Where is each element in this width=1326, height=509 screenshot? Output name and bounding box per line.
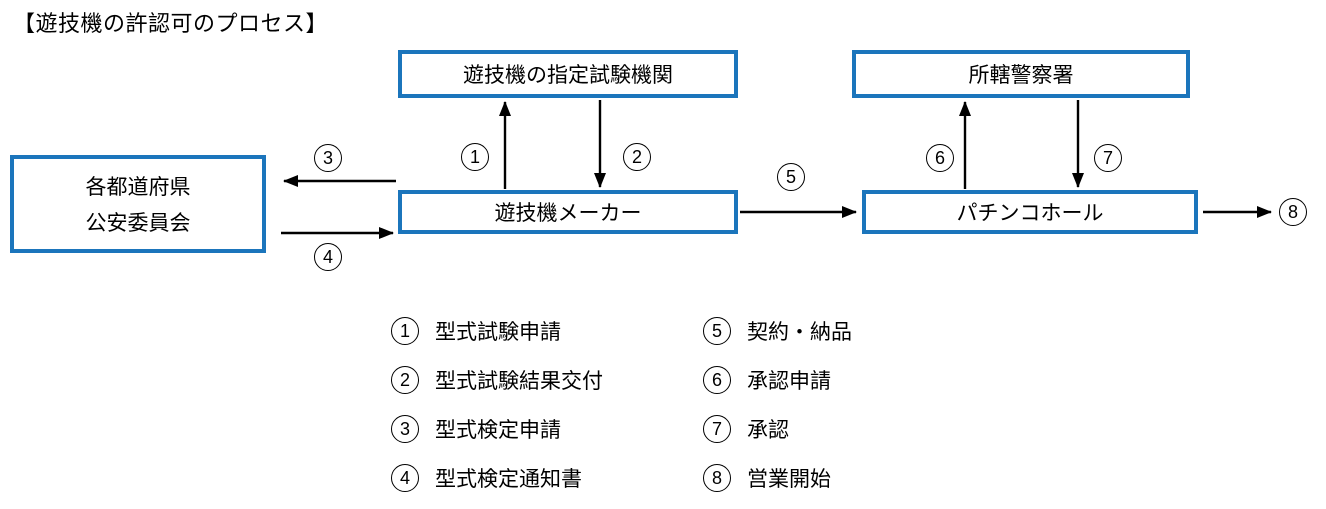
legend-step-badge-7: 7: [703, 414, 731, 443]
legend-label-4: 型式検定通知書: [435, 467, 582, 491]
legend-label-1: 型式試験申請: [435, 320, 561, 344]
legend-step-badge-2: 2: [391, 365, 419, 394]
step-marker-1: 1: [461, 143, 489, 171]
legend-label-5: 契約・納品: [747, 320, 852, 344]
legend-label-3: 型式検定申請: [435, 418, 561, 442]
step-marker-3: 3: [314, 144, 342, 172]
legend-label-6: 承認申請: [747, 369, 831, 393]
box-machine-maker: 遊技機メーカー: [398, 190, 738, 234]
step-marker-4: 4: [314, 243, 342, 271]
legend-item-3: 3 型式検定申請: [391, 414, 603, 444]
legend-item-7: 7 承認: [703, 414, 852, 444]
box-prefectural-public-safety-commission: 各都道府県 公安委員会: [10, 155, 266, 253]
legend-label-8: 営業開始: [747, 467, 831, 491]
box-designated-test-organization: 遊技機の指定試験機関: [398, 50, 738, 98]
legend-label-7: 承認: [747, 418, 789, 442]
legend-item-2: 2 型式試験結果交付: [391, 365, 603, 395]
legend: 1 型式試験申請 2 型式試験結果交付 3 型式検定申請 4 型式検定通知書 5…: [391, 316, 852, 492]
legend-step-badge-6: 6: [703, 365, 731, 394]
legend-step-badge-5: 5: [703, 316, 731, 345]
legend-item-5: 5 契約・納品: [703, 316, 852, 346]
diagram-title: 【遊技機の許認可のプロセス】: [13, 11, 329, 36]
step-marker-8: 8: [1279, 198, 1307, 226]
legend-item-8: 8 営業開始: [703, 463, 852, 493]
box-police-station: 所轄警察署: [852, 50, 1190, 98]
legend-step-badge-4: 4: [391, 463, 419, 492]
legend-item-6: 6 承認申請: [703, 365, 852, 395]
step-marker-6: 6: [926, 144, 954, 172]
step-marker-7: 7: [1094, 144, 1122, 172]
legend-step-badge-1: 1: [391, 316, 419, 345]
prefecture-box-line1: 各都道府県: [85, 176, 191, 199]
legend-step-badge-3: 3: [391, 414, 419, 443]
step-marker-2: 2: [623, 143, 651, 171]
legend-label-2: 型式試験結果交付: [435, 369, 603, 393]
box-pachinko-hall: パチンコホール: [862, 190, 1198, 234]
legend-step-badge-8: 8: [703, 463, 731, 492]
legend-item-1: 1 型式試験申請: [391, 316, 603, 346]
legend-item-4: 4 型式検定通知書: [391, 463, 603, 493]
step-marker-5: 5: [777, 163, 805, 191]
prefecture-box-line2: 公安委員会: [85, 212, 191, 235]
